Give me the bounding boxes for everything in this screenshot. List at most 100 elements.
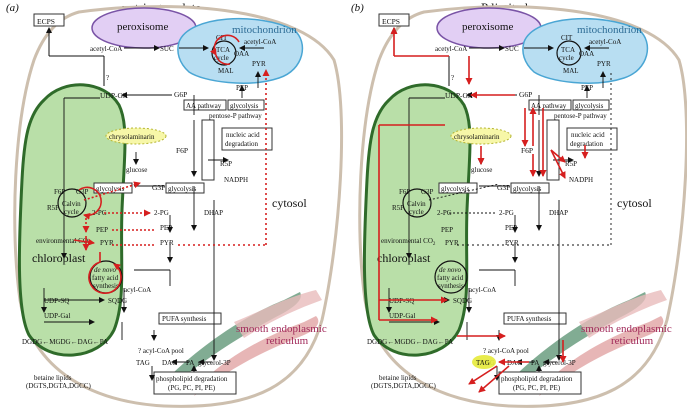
tca-label: TCA <box>216 46 230 54</box>
betaine-label-2: (DGTS,DGTA,DGCC) <box>26 382 91 390</box>
ecps-label: ECPS <box>382 17 400 26</box>
pyr-cp-label: PYR <box>100 239 114 247</box>
pufa-box <box>503 312 567 325</box>
pufa-label: PUFA synthesis <box>162 315 207 323</box>
suc-label: SUC <box>160 45 174 53</box>
panel-a-letter: (a) <box>6 2 19 14</box>
pyr-cyt-label: PYR <box>505 239 519 247</box>
phospho-label-1: phospholipid degradation <box>156 375 228 383</box>
calvin-cycle-circle <box>402 188 432 218</box>
dhap-label: DHAP <box>549 209 568 217</box>
env-co2-label: environmental CO2 <box>381 237 436 247</box>
chloroplast-organelle <box>362 83 472 357</box>
udp-glc-label: UDP-Glc <box>100 91 129 100</box>
pep-mito-label: PEP <box>236 84 248 92</box>
pentose-p-label: pentose-P pathway <box>554 112 607 120</box>
fatty-acid-cycle-circle <box>434 260 468 294</box>
pg2-cyt-label: 2-PG <box>154 209 169 217</box>
degradation-label: degradation <box>570 140 604 148</box>
chloroplast-organelle <box>17 83 127 357</box>
r5p-cp-label: R5P <box>392 204 404 212</box>
pyr-mito-label: PYR <box>252 60 266 68</box>
r5p-cyt-label: R5P <box>220 160 232 168</box>
acyl-pool-label: ? acyl-CoA pool <box>483 347 529 355</box>
glycolysis-mito-label: glycolysis <box>575 102 604 110</box>
f6p-cp-label: F6P <box>54 188 65 196</box>
cycle-label: cycle <box>559 54 574 62</box>
cycle2-label: cycle <box>64 208 79 216</box>
oaa-label: OAA <box>234 50 249 58</box>
cycle-label: cycle <box>214 54 229 62</box>
peroxisome-label: peroxisome <box>462 21 513 33</box>
er-ribbon-2 <box>194 316 319 396</box>
nucleic-acid-box <box>566 127 618 151</box>
chloroplast-label: chloroplast <box>377 251 431 265</box>
calvin-cycle-circle <box>57 188 87 218</box>
mal-label: MAL <box>563 67 579 75</box>
udp-glc-label: UDP-Glc <box>445 91 474 100</box>
cit-label: CIT <box>561 34 573 42</box>
oaa-label: OAA <box>579 50 594 58</box>
phospho-label-1: phospholipid degradation <box>501 375 573 383</box>
pa-label: PA <box>531 359 539 367</box>
ecps-label: ECPS <box>37 17 55 26</box>
dag-label: DAG <box>162 359 177 367</box>
betaine-label-2: (DGTS,DGTA,DGCC) <box>371 382 436 390</box>
glycerol3p-label: glycerol-3P <box>543 359 576 367</box>
glycolysis-cp-label: glycolysis <box>441 185 470 193</box>
fatty-acid-label: fatty acid <box>437 274 464 282</box>
suc-label: SUC <box>505 45 519 53</box>
panel-b: (b) P limited <box>351 0 687 408</box>
acetyl-coa-right-label: acetyl-CoA <box>244 38 276 46</box>
glucose-label: glucose <box>471 166 492 174</box>
tag-highlight-label: TAG <box>476 359 490 367</box>
question-label: ? <box>106 74 109 82</box>
pep-cyt-label: PEP <box>505 224 517 232</box>
pg2-cp-label: 2-PG <box>92 209 107 217</box>
udp-sq-label: UDP-SQ <box>44 297 69 305</box>
ecps-box <box>33 13 65 27</box>
glycolysis-mito-box <box>572 99 610 111</box>
smooth-er-label-2: reticulum <box>611 335 654 347</box>
g3p-cyt-label: G3P <box>152 183 165 192</box>
acetyl-coa-left-label: acetyl-CoA <box>435 45 467 53</box>
pg2-cp-label: 2-PG <box>437 209 452 217</box>
de-novo-label: de novo <box>94 266 116 274</box>
cytosol-label: cytosol <box>617 196 652 210</box>
glucose-label: glucose <box>126 166 147 174</box>
label-group: ECPS peroxisome mitochondrion acetyl-CoA… <box>22 17 327 392</box>
er-ribbon-3 <box>579 290 667 338</box>
pep-cp-label: PEP <box>96 226 108 234</box>
dhap-label: DHAP <box>204 209 223 217</box>
dag-label: DAG <box>507 359 522 367</box>
acetyl-coa-right-label: acetyl-CoA <box>589 38 621 46</box>
phospho-label-2: (PG, PC, PI, PE) <box>513 384 561 392</box>
acyl-pool-label: ? acyl-CoA pool <box>138 347 184 355</box>
chrysolaminarin-label: chrysolaminarin <box>454 133 500 141</box>
peroxisome-label: peroxisome <box>117 21 168 33</box>
tag-highlight <box>472 355 496 369</box>
fatty-acid-label: fatty acid <box>92 274 119 282</box>
pep-mito-label: PEP <box>581 84 593 92</box>
mitochondrion-label: mitochondrion <box>232 24 297 36</box>
phospholipid-box <box>498 371 582 395</box>
dgdg-chain-label: DGDG←MGDG←DAG←PA <box>367 338 453 346</box>
r5p-cyt-label: R5P <box>565 160 577 168</box>
betaine-label-1: betaine lipids <box>379 374 417 382</box>
f6p-cp-label: F6P <box>399 188 410 196</box>
acetyl-coa-left-label: acetyl-CoA <box>90 45 122 53</box>
tag-label: TAG <box>136 359 150 367</box>
nadph-label: NADPH <box>569 176 593 184</box>
glycolysis-cp-box <box>93 182 133 194</box>
glycolysis-cyt-box <box>510 182 550 194</box>
question-label: ? <box>451 74 454 82</box>
f6p-cyt-label: F6P <box>521 146 533 155</box>
panel-b-letter: (b) <box>351 2 364 14</box>
glycolysis-mito-box <box>227 99 265 111</box>
udp-gal-label: UDP-Gal <box>44 312 70 320</box>
smooth-er-label-1: smooth endoplasmic <box>581 323 672 335</box>
synthesis-label: synthesis <box>438 282 464 290</box>
de-novo-label: de novo <box>439 266 461 274</box>
pufa-label: PUFA synthesis <box>507 315 552 323</box>
